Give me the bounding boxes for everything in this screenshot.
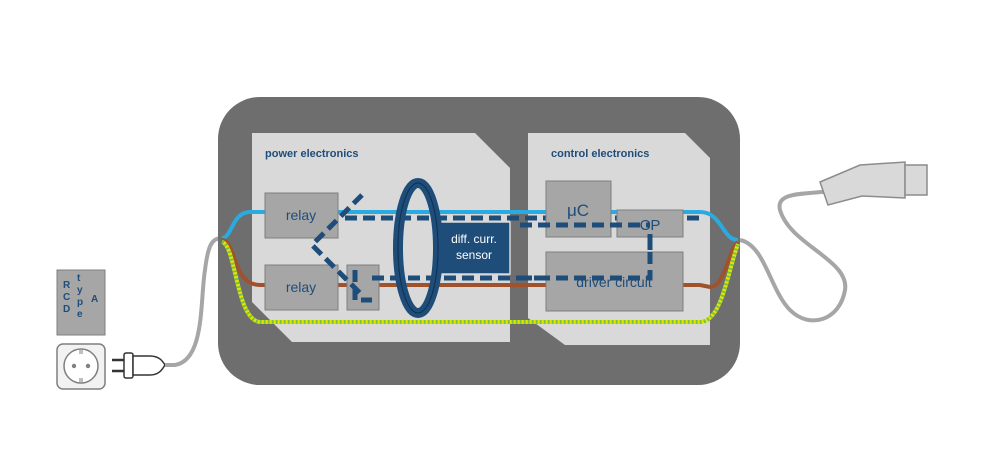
control-electronics-title: control electronics [551, 148, 649, 160]
control-electronics-panel [528, 133, 710, 345]
phase-wire-brown [221, 238, 740, 290]
vehicle-cable [739, 188, 848, 323]
relay-bottom [264, 264, 339, 311]
sensor-label-line1: diff. curr. [451, 232, 497, 246]
plug-icon [112, 352, 176, 379]
rcd-label-col3: A [91, 294, 99, 305]
sensor-label-line2: sensor [456, 248, 492, 262]
phase-wire-blue [221, 210, 739, 242]
earth-wire [220, 240, 740, 324]
vehicle-connector-icon [819, 161, 928, 206]
socket-outlet-icon [56, 343, 106, 390]
microcontroller-label: μC [567, 201, 589, 220]
supply-cable [174, 236, 223, 367]
rcd-box [56, 269, 106, 336]
relay-top-label: relay [286, 207, 316, 223]
driver-circuit-box [545, 251, 684, 312]
microcontroller-box [545, 180, 612, 238]
relay-bottom-label: relay [286, 279, 316, 295]
power-electronics-title: power electronics [265, 148, 359, 160]
relay-top [264, 192, 339, 239]
